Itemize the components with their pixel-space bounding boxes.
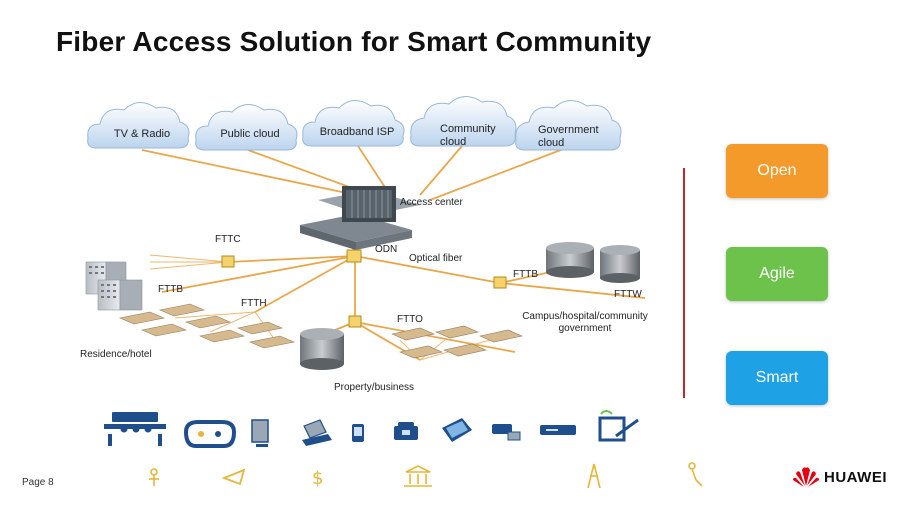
access-center-equipment [300,186,420,250]
ftth-houses [118,303,296,349]
label-fttb-right: FTTB [513,269,538,280]
laptop-icon [302,419,332,446]
page-title: Fiber Access Solution for Smart Communit… [56,26,652,57]
label-fttb-left: FTTB [158,284,183,295]
pda-icon [352,424,364,442]
dollar-icon: $ [312,468,323,489]
cloud-public-cloud [195,104,298,151]
cloud-tv-radio [87,102,190,149]
cloud-government-cloud [515,100,622,151]
open-button[interactable]: Open [726,144,828,198]
monitor-icon [251,419,269,447]
fttb-splitter [493,276,507,289]
bank-icon [404,465,432,487]
set-top-box-icon [540,425,576,435]
fttw-building [600,245,640,283]
cloud-community-cloud [410,96,517,147]
label-ftth: FTTH [241,298,267,309]
label-ftto: FTTO [397,314,423,325]
person-icon [149,468,159,486]
camera-icon [492,424,521,441]
label-access-center: Access center [400,197,463,208]
label-residence: Residence/hotel [80,349,152,360]
svg-text:$: $ [312,468,323,489]
residence-buildings [85,261,143,311]
label-campus: Campus/hospital/community government [522,311,648,334]
cloud-label-public-cloud: Public cloud [220,128,280,140]
robot-icon [688,462,703,487]
label-optical-fiber: Optical fiber [409,253,463,264]
cloud-label-broadband-isp: Broadband ISP [319,126,395,138]
smart-button[interactable]: Smart [726,351,828,405]
pizza-icon [221,468,246,486]
odn-splitter [346,249,362,263]
label-fttw: FTTW [614,289,642,300]
tablet-icon [442,418,472,442]
ftto-houses [391,325,523,359]
cloud-label-government-cloud: Government cloud [538,124,599,149]
video-conference-icon [104,412,166,446]
ftto-building [300,328,344,370]
agile-button[interactable]: Agile [726,247,828,301]
huawei-logo: HUAWEI [792,466,887,488]
cloud-label-community-cloud: Community cloud [440,123,496,148]
gamepad-icon [183,420,237,448]
label-fttc: FTTC [215,234,241,245]
fttc-splitter [221,255,235,268]
brand-name: HUAWEI [824,468,887,486]
huawei-petal-icon [793,467,819,487]
label-property: Property/business [334,382,415,393]
telephone-icon [394,422,418,440]
label-odn: ODN [375,244,398,255]
smart-board-icon [598,410,639,442]
fiber-lines [141,145,646,361]
page-number: Page 8 [22,477,54,488]
cloud-label-tv-radio: TV & Radio [113,128,171,140]
fttb-building [546,242,594,278]
tower-icon [587,463,601,489]
ftto-splitter [348,315,362,328]
cloud-broadband-isp [302,100,405,147]
